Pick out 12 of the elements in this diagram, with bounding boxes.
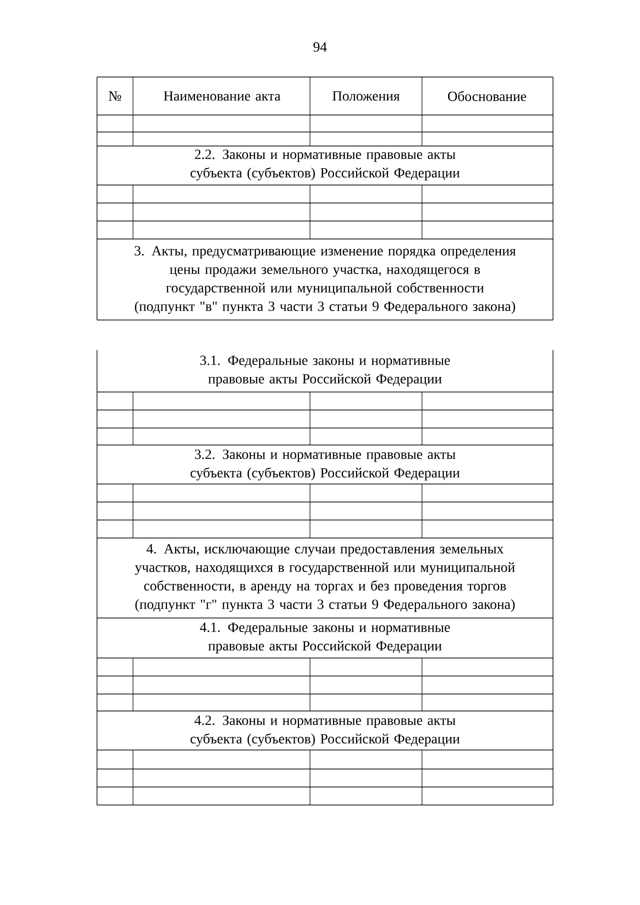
section-heading: 4. Акты, исключающие случаи предоставления земельных участков, находящихся в государственной или муниципальной собственности, в аренду на торгах и без проведения торгов (подпункт "г" пункта 3 части 3 статьи 9 Федерального закона) (135, 544, 515, 612)
column-header: Обоснование (448, 90, 526, 102)
column-header: № (108, 91, 122, 101)
section-heading: 4.2. Законы и нормативные правовые акты субъекта (субъектов) Российской Федерации (190, 716, 460, 746)
column-header: Положения (332, 91, 400, 101)
section-heading: 4.1. Федеральные законы и нормативные правовые акты Российской Федерации (200, 622, 450, 654)
page-number: 94 (313, 42, 327, 52)
section-heading: 3. Акты, предусматривающие изменение порядка определения цены продажи земельного участка, находящегося в государственной или муниципальной собственности (подпункт "в" пункта 3 части 3 статьи 9 Федерального закона) (134, 246, 516, 314)
section-heading: 2.2. Законы и нормативные правовые акты субъекта (субъектов) Российской Федерации (190, 150, 460, 180)
section-heading: 3.2. Законы и нормативные правовые акты субъекта (субъектов) Российской Федерации (190, 450, 460, 480)
column-header: Наименование акта (164, 91, 280, 101)
section-heading: 3.1. Федеральные законы и нормативные правовые акты Российской Федерации (200, 356, 450, 386)
